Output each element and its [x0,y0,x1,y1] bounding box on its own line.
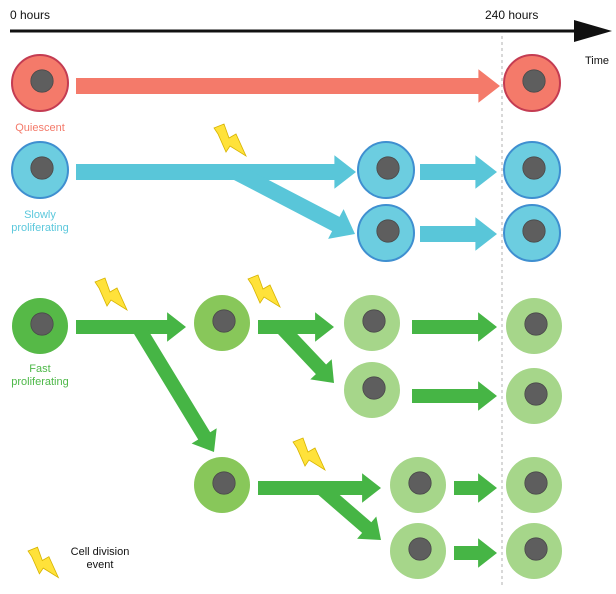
legend-lightning-icon [27,546,60,579]
label-quiescent: Quiescent [15,122,65,134]
nucleus [30,312,54,336]
division-events-layer [94,123,326,472]
nucleus [212,471,236,495]
nucleus [376,156,400,180]
fast-arrow-gen2-d-end [454,538,497,568]
slow-arrow-upper [236,155,356,189]
fast-cell-end-d [506,523,562,579]
slow-cell-start [11,141,69,199]
nucleus [522,219,546,243]
nucleus [376,219,400,243]
nucleus [522,156,546,180]
slow-arrow-lower-end [420,217,497,251]
fast-arrow-to-gen2-c [321,473,381,503]
fast-cell-gen2-d [390,523,446,579]
timeline: 0 hours 240 hours Time [10,8,612,588]
fast-cell-gen1-upper [194,295,250,351]
fast-cell-gen2-c [390,457,446,513]
slow-cell-end-upper [503,141,561,199]
fast-cell-start [12,298,68,354]
nucleus [408,537,432,561]
fast-arrow-gen2-a-end [412,312,497,342]
fast-cell-end-b [506,368,562,424]
lightning-icon [292,437,326,472]
nucleus [524,537,548,561]
quiescent-cell-end [503,54,561,112]
fast-cell-end-c [506,457,562,513]
fast-cell-gen1-lower [194,457,250,513]
fast-cell-gen2-a [344,295,400,351]
lightning-icon [27,546,60,579]
cells-layer [11,54,562,579]
nucleus [362,309,386,333]
quiescent-arrow [76,69,500,103]
lightning-icon [247,274,281,309]
nucleus [524,382,548,406]
timeline-start-label: 0 hours [10,8,50,22]
nucleus [408,471,432,495]
nucleus [212,309,236,333]
slow-cell-end-lower [503,204,561,262]
arrows-layer [76,69,500,568]
slow-cell-child-lower [357,204,415,262]
nucleus [524,471,548,495]
fast-cell-end-a [506,298,562,354]
timeline-end-label: 240 hours [485,8,538,22]
nucleus [522,69,546,93]
quiescent-cell-start [11,54,69,112]
nucleus [30,69,54,93]
fast-arrow-to-gen2-b [275,322,334,383]
fast-arrow-to-gen2-a [281,312,334,342]
fast-arrow-to-gen2-d [316,482,381,540]
fast-arrow-to-gen1-lower [132,323,217,452]
slow-arrow-lower [232,164,355,239]
fast-cell-gen2-b [344,362,400,418]
nucleus [362,376,386,400]
fast-arrow-gen2-b-end [412,381,497,411]
fast-arrow-gen2-c-end [454,473,497,503]
slow-cell-child-upper [357,141,415,199]
timeline-axis-label: Time [585,55,609,67]
fast-arrow-to-gen1-upper [138,312,186,342]
nucleus [524,312,548,336]
lightning-icon [213,123,247,158]
lightning-icon [94,277,128,312]
timeline-arrowhead [574,20,612,42]
nucleus [30,156,54,180]
slow-arrow-upper-end [420,155,497,189]
